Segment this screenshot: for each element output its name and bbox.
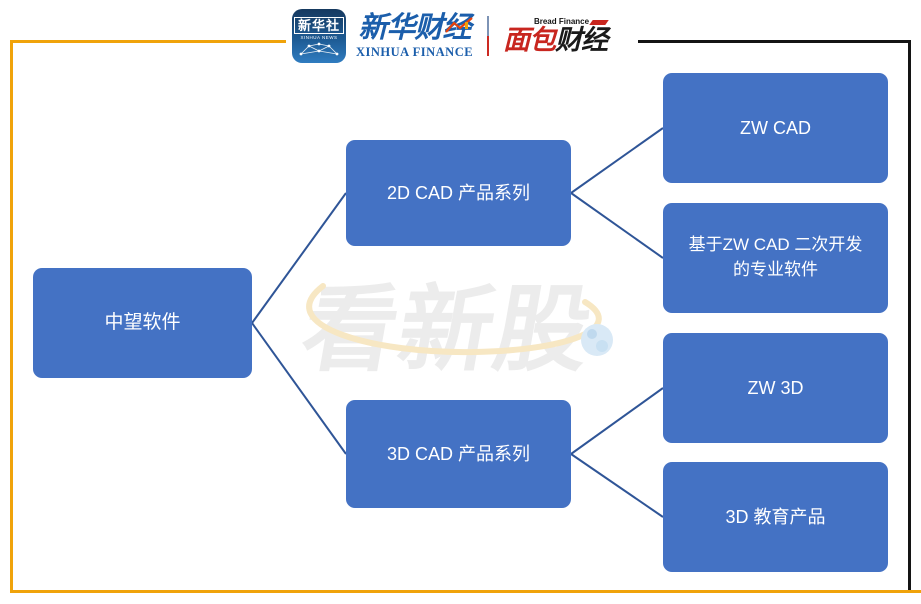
network-graphic-icon [299, 42, 339, 55]
node-label: 3D 教育产品 [725, 506, 826, 527]
node-leaf-zwcad: ZW CAD [663, 73, 888, 183]
node-label: 中望软件 [104, 312, 181, 334]
node-label: 2D CAD 产品系列 [386, 182, 530, 203]
node-leaf-secondary-dev: 基于ZW CAD 二次开发的专业软件 [663, 203, 888, 313]
node-label: ZW CAD [740, 117, 811, 138]
frame-line-gold-top [10, 40, 286, 43]
frame-line-gold-bottom [10, 590, 921, 593]
node-branch-3d-cad: 3D CAD 产品系列 [346, 400, 571, 508]
header-logos: 新华社 XINHUA NEWS 新华财经 XI [292, 7, 609, 65]
stock-chart-icon [445, 16, 473, 33]
node-label: ZW 3D [747, 377, 804, 398]
node-label: 基于ZW CAD 二次开发的专业软件 [688, 235, 863, 279]
orbit-graphic [306, 283, 613, 356]
xinhua-news-en-label: XINHUA NEWS [300, 34, 338, 40]
node-root-company: 中望软件 [33, 268, 252, 378]
xinhua-finance-en-label: XINHUA FINANCE [356, 44, 474, 59]
node-label: 3D CAD 产品系列 [386, 443, 530, 464]
watermark: 看新股 [294, 248, 635, 382]
red-swoosh-icon [589, 19, 609, 25]
frame-line-black-right [908, 40, 911, 590]
bread-finance-cn-black: 财经 [555, 25, 608, 55]
node-branch-2d-cad: 2D CAD 产品系列 [346, 140, 571, 246]
xinhua-news-cn-label: 新华社 [293, 16, 344, 34]
xinhua-news-logo-icon: 新华社 XINHUA NEWS [292, 9, 346, 63]
logo-divider [487, 16, 490, 56]
node-leaf-3d-education: 3D 教育产品 [663, 462, 888, 572]
bread-finance-tagline: Bread Finance [533, 17, 590, 26]
frame-line-black-top [638, 40, 911, 43]
bread-finance-logo: Bread Finance 面包财经 [503, 17, 609, 55]
xinhua-finance-logo: 新华财经 XINHUA FINANCE [356, 11, 474, 59]
bread-finance-cn-red: 面包 [503, 25, 556, 55]
frame-line-gold-left [10, 40, 13, 593]
xinhua-finance-cn-label: 新华财经 [358, 11, 472, 44]
node-leaf-zw3d: ZW 3D [663, 333, 888, 443]
